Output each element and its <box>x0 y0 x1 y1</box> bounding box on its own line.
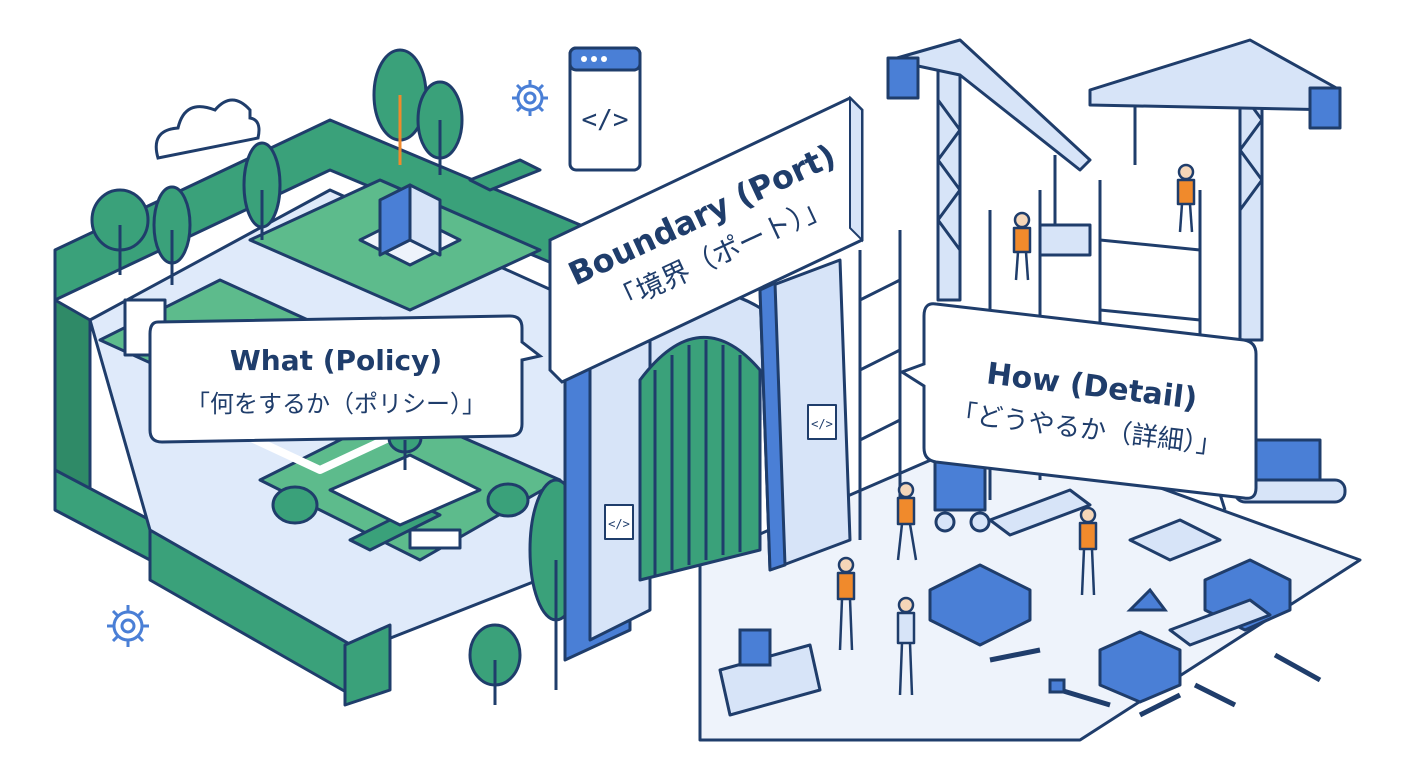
hedge-corner <box>343 623 392 707</box>
worker <box>1176 163 1196 233</box>
planks <box>988 488 1092 537</box>
boundary-gate <box>563 258 852 662</box>
toolbox-icon <box>738 628 772 667</box>
block <box>1128 518 1222 562</box>
pillar-code-glyph: </> <box>811 417 833 431</box>
pillar-plate <box>807 404 837 440</box>
tools <box>738 587 1322 718</box>
construction-site <box>698 38 1362 742</box>
worker <box>1078 506 1098 596</box>
tree <box>416 80 464 175</box>
tree <box>372 48 428 165</box>
port-label-edge <box>849 95 863 243</box>
bush-2 <box>486 482 530 518</box>
planks-3 <box>718 643 822 717</box>
detail-label-bubble <box>898 302 1258 500</box>
bush <box>271 485 319 525</box>
trowel-icon <box>1126 587 1168 612</box>
gate-bars <box>653 340 742 575</box>
policy-title: What (Policy) <box>230 344 442 377</box>
tree <box>242 141 282 240</box>
code-window-icon: </> <box>568 46 642 172</box>
hedge-block <box>468 158 542 192</box>
crane-right <box>1088 38 1342 342</box>
iron-gate <box>638 335 762 582</box>
policy-subtitle: 「何をするか（ポリシー）」 <box>186 390 486 418</box>
crane-left <box>886 38 1092 302</box>
worker <box>836 556 856 651</box>
workers <box>836 163 1196 696</box>
bin <box>1098 630 1182 704</box>
pliers-icon <box>989 647 1041 663</box>
policy-label: What (Policy) 「何をするか（ポリシー）」 <box>148 314 544 444</box>
policy-label-bubble <box>148 314 544 444</box>
wrench-icon <box>1273 652 1322 683</box>
tree <box>468 623 522 705</box>
tree <box>90 188 150 275</box>
worker <box>1012 211 1032 281</box>
gear-icon <box>107 605 149 647</box>
screwdriver-icon <box>1193 682 1237 708</box>
gate-pillar-right-edge <box>758 281 787 572</box>
gear-icon <box>512 80 548 116</box>
planks-2 <box>1168 598 1272 647</box>
detail-label: How (Detail) 「どうやるか（詳細）」 <box>898 302 1258 500</box>
tree <box>152 185 192 285</box>
wrench-icon <box>1138 692 1182 718</box>
code-glyph: </> <box>582 105 629 135</box>
pavilion-bench <box>408 528 462 550</box>
trees <box>90 48 584 705</box>
building-side <box>408 183 442 257</box>
forklift <box>933 458 991 533</box>
pillar-plate <box>604 504 634 540</box>
worker <box>896 481 918 561</box>
pallet <box>928 563 1032 647</box>
pavilion-roof <box>328 453 482 527</box>
hammer-icon <box>1048 678 1111 708</box>
cloud-icon <box>154 98 261 160</box>
hedge-wall-side <box>53 298 92 492</box>
pillar-code-glyph: </> <box>608 517 630 531</box>
worker <box>896 596 916 696</box>
